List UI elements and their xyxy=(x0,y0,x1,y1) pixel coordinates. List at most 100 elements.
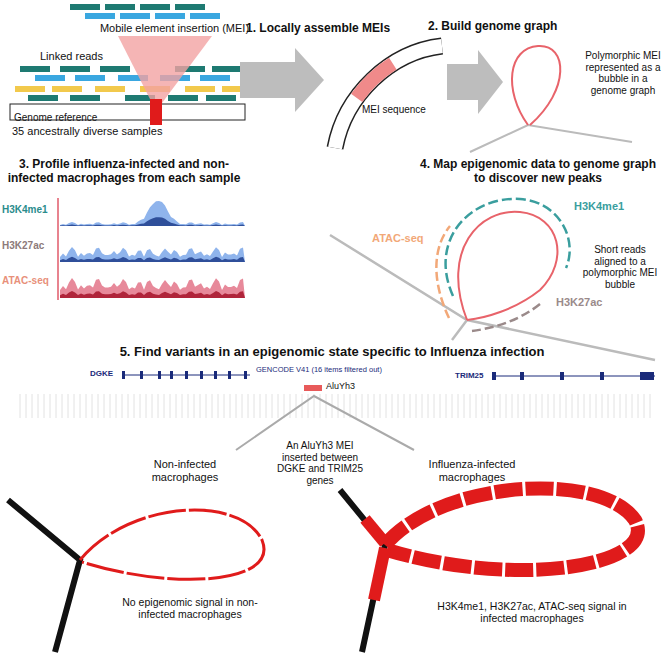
linked-read xyxy=(100,66,130,72)
exon xyxy=(170,371,173,379)
browser-grid xyxy=(20,394,21,418)
browser-grid xyxy=(440,394,441,418)
browser-grid xyxy=(236,394,237,418)
mei-block xyxy=(150,99,162,125)
browser-grid xyxy=(260,394,261,418)
mei-bubble-signal xyxy=(385,488,638,570)
genome-reference: Genome reference xyxy=(12,107,100,118)
browser-grid xyxy=(476,394,477,418)
exon xyxy=(600,372,604,380)
browser-grid xyxy=(458,394,459,418)
h3k27ac-reads xyxy=(472,304,540,331)
browser-grid xyxy=(572,394,573,418)
genome-browser xyxy=(20,371,655,418)
backbone-signal xyxy=(374,548,385,600)
exon xyxy=(122,371,125,379)
signal-tracks xyxy=(60,201,245,298)
browser-grid xyxy=(140,394,141,418)
browser-grid xyxy=(344,394,345,418)
gene-label: TRIM25 xyxy=(455,371,491,380)
step-title: 4. Map epigenomic data to genome graph t… xyxy=(415,158,661,186)
track-name: GENCODE V41 (16 items filtered out) xyxy=(256,366,416,375)
browser-grid xyxy=(626,394,627,418)
signal-track xyxy=(60,257,245,262)
browser-grid xyxy=(428,394,429,418)
linked-read xyxy=(155,13,185,19)
browser-grid xyxy=(482,394,483,418)
graph-backbone xyxy=(452,320,467,340)
exon xyxy=(492,372,496,380)
linked-read xyxy=(140,4,170,10)
backbone-signal xyxy=(365,519,385,543)
browser-grid xyxy=(272,394,273,418)
linked-read xyxy=(175,4,205,10)
linked-read xyxy=(206,95,236,101)
browser-grid xyxy=(182,394,183,418)
condition-label: Non-infected macrophages xyxy=(130,458,240,483)
insertion-note: An AluYh3 MEI inserted between DGKE and … xyxy=(268,440,372,486)
browser-grid xyxy=(512,394,513,418)
step-title: 2. Build genome graph xyxy=(428,20,598,34)
browser-grid xyxy=(446,394,447,418)
browser-grid xyxy=(218,394,219,418)
browser-grid xyxy=(248,394,249,418)
browser-grid xyxy=(398,394,399,418)
step-arrow xyxy=(447,50,503,114)
browser-grid xyxy=(32,394,33,418)
exon xyxy=(200,371,203,379)
browser-grid xyxy=(152,394,153,418)
browser-grid xyxy=(596,394,597,418)
gene-trim25 xyxy=(492,376,655,377)
mei-sequence-label: MEI sequence xyxy=(362,104,442,116)
step-title: 1. Locally assemble MEIs xyxy=(246,22,426,36)
exon xyxy=(185,371,188,379)
signal-track xyxy=(60,201,245,226)
browser-grid xyxy=(158,394,159,418)
linked-read xyxy=(15,86,45,92)
browser-grid xyxy=(308,394,309,418)
browser-grid xyxy=(380,394,381,418)
browser-grid xyxy=(212,394,213,418)
browser-grid xyxy=(500,394,501,418)
browser-grid xyxy=(50,394,51,418)
browser-grid xyxy=(488,394,489,418)
linked-read xyxy=(200,75,230,81)
linked-read xyxy=(60,66,90,72)
browser-grid xyxy=(266,394,267,418)
linked-read xyxy=(190,13,220,19)
browser-grid xyxy=(416,394,417,418)
signal-track xyxy=(60,247,245,262)
browser-grid xyxy=(92,394,93,418)
linked-read xyxy=(20,66,50,72)
track-label: H3K27ac xyxy=(2,240,57,252)
browser-grid xyxy=(368,394,369,418)
browser-grid xyxy=(110,394,111,418)
browser-grid xyxy=(284,394,285,418)
read-label: H3K4me1 xyxy=(574,200,654,213)
browser-grid xyxy=(608,394,609,418)
exon xyxy=(560,372,564,380)
linked-read xyxy=(95,86,125,92)
browser-grid xyxy=(386,394,387,418)
signal-note: H3K4me1, H3K27ac, ATAC-seq signal in inf… xyxy=(432,600,632,624)
graph-backbone xyxy=(470,125,632,152)
step-title: 3. Profile influenza-infected and non-in… xyxy=(2,158,246,186)
browser-grid xyxy=(422,394,423,418)
browser-grid xyxy=(146,394,147,418)
browser-grid xyxy=(230,394,231,418)
exon xyxy=(520,372,524,380)
reads-label: Linked reads xyxy=(40,50,120,63)
bubble-note: Polymorphic MEI represented as a bubble … xyxy=(584,50,662,96)
node-label: Genome reference xyxy=(14,112,97,123)
gene-label: DGKE xyxy=(90,369,120,378)
reads-note: Short reads aligned to a polymorphic MEI… xyxy=(578,244,662,290)
browser-grid xyxy=(128,394,129,418)
browser-grid xyxy=(578,394,579,418)
browser-grid xyxy=(170,394,171,418)
exon xyxy=(228,371,231,379)
browser-grid xyxy=(554,394,555,418)
browser-grid xyxy=(536,394,537,418)
browser-grid xyxy=(506,394,507,418)
linked-read xyxy=(70,95,100,101)
